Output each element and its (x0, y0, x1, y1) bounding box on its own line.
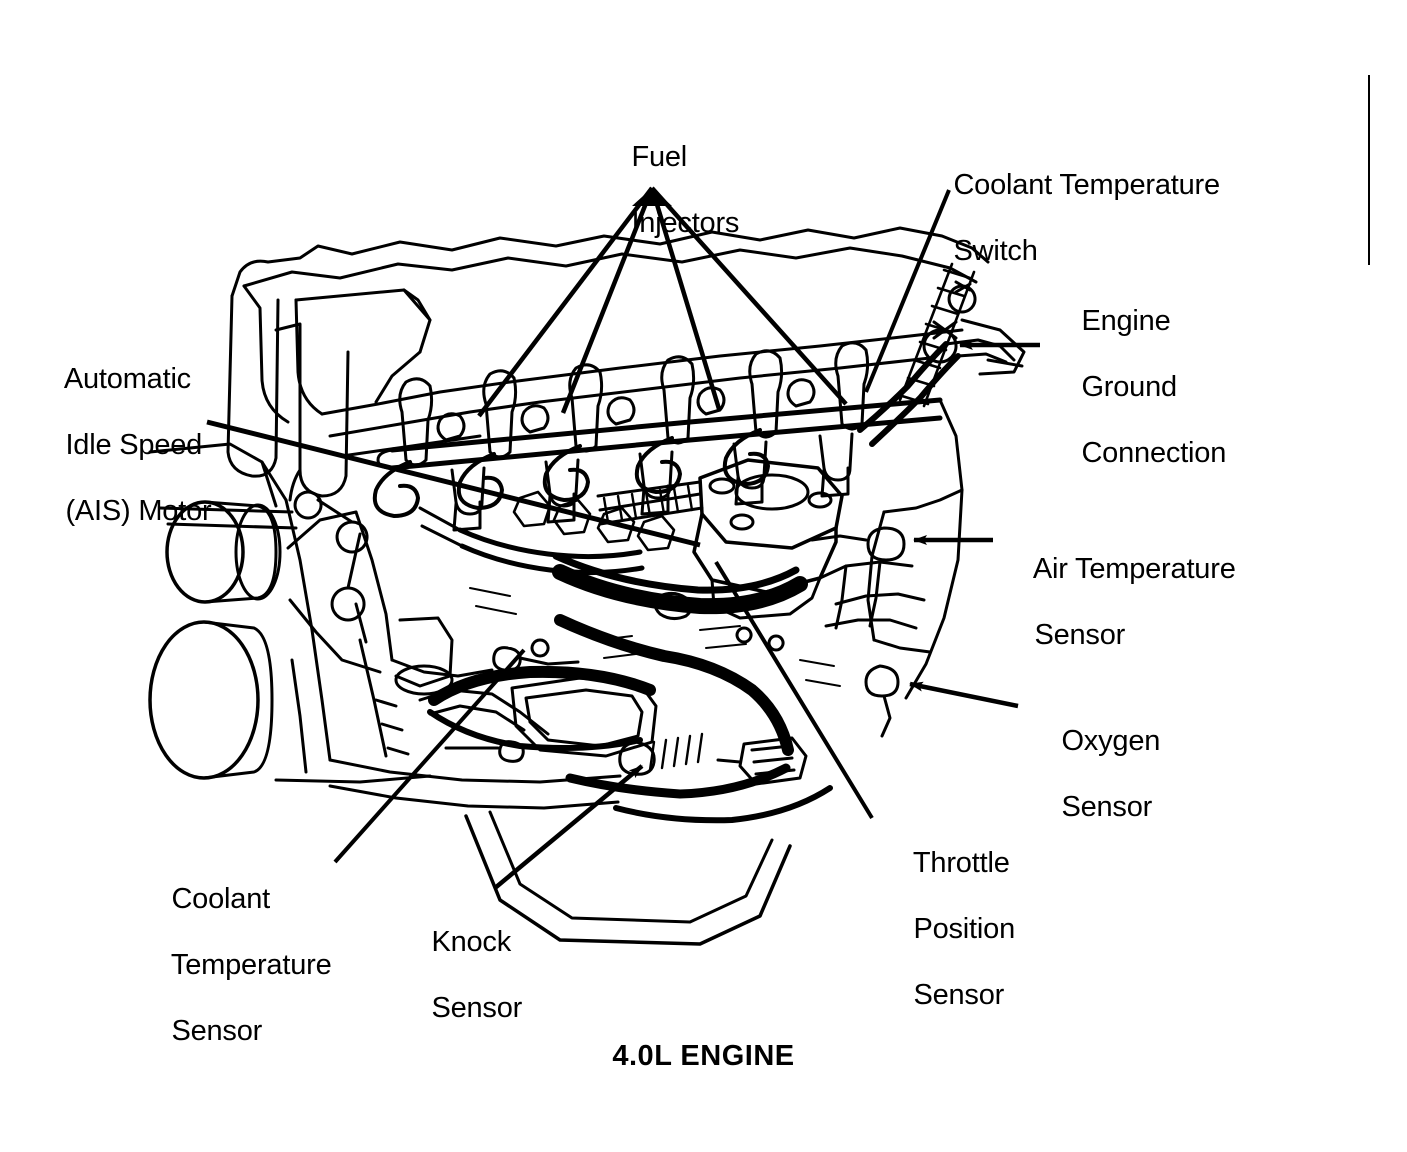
callout-line: Temperature (170, 949, 332, 982)
callout-coolant-temperature-sensor: Coolant Temperature Sensor (140, 850, 332, 1081)
leader-fuel-injectors (477, 186, 848, 418)
callout-line: Air Temperature (1032, 553, 1236, 586)
callout-line: Coolant (171, 883, 270, 916)
callout-line: Ground (1081, 371, 1177, 404)
callout-line: Switch (953, 235, 1038, 268)
callout-line: Sensor (913, 979, 1005, 1012)
callout-line: Oxygen (1061, 725, 1161, 758)
callout-line: Sensor (1034, 619, 1126, 652)
callout-line: Idle Speed (65, 429, 203, 462)
callout-air-temperature-sensor: Air Temperature Sensor (1003, 520, 1236, 685)
callout-fuel-injectors: Fuel Injectors (600, 108, 739, 273)
callout-engine-ground-connection: Engine Ground Connection (1050, 272, 1226, 503)
leader-ais-motor (206, 419, 701, 548)
callout-knock-sensor: Knock Sensor (400, 893, 522, 1058)
callout-coolant-temperature-switch: Coolant Temperature Switch (922, 136, 1220, 301)
callout-line: Connection (1081, 437, 1227, 470)
callout-line: Automatic (63, 363, 191, 396)
callout-line: Fuel (631, 141, 688, 174)
callout-line: Knock (431, 926, 512, 959)
callout-line: Injectors (631, 207, 740, 240)
leader-knock-sensor (493, 764, 644, 890)
leader-coolant-temp-sensor (333, 648, 526, 864)
callout-throttle-position-sensor: Throttle Position Sensor (882, 814, 1015, 1045)
callout-line: Sensor (431, 992, 523, 1025)
callout-line: Sensor (1061, 791, 1153, 824)
leader-coolant-temp-switch (864, 189, 951, 393)
callout-oxygen-sensor: Oxygen Sensor (1030, 692, 1160, 857)
callout-line: Sensor (171, 1015, 263, 1048)
figure-caption: 4.0L ENGINE (612, 1040, 795, 1072)
callout-line: Coolant Temperature (953, 169, 1220, 202)
callout-line: Position (913, 913, 1016, 946)
page-margin-rule (1368, 75, 1370, 265)
callout-line: (AIS) Motor (65, 495, 212, 528)
callout-line: Throttle (912, 847, 1010, 880)
leader-oxygen-sensor (909, 681, 1019, 709)
callout-automatic-idle-speed-motor: Automatic Idle Speed (AIS) Motor (34, 330, 212, 561)
leader-throttle-position-sensor (714, 560, 874, 820)
callout-line: Engine (1081, 305, 1171, 338)
